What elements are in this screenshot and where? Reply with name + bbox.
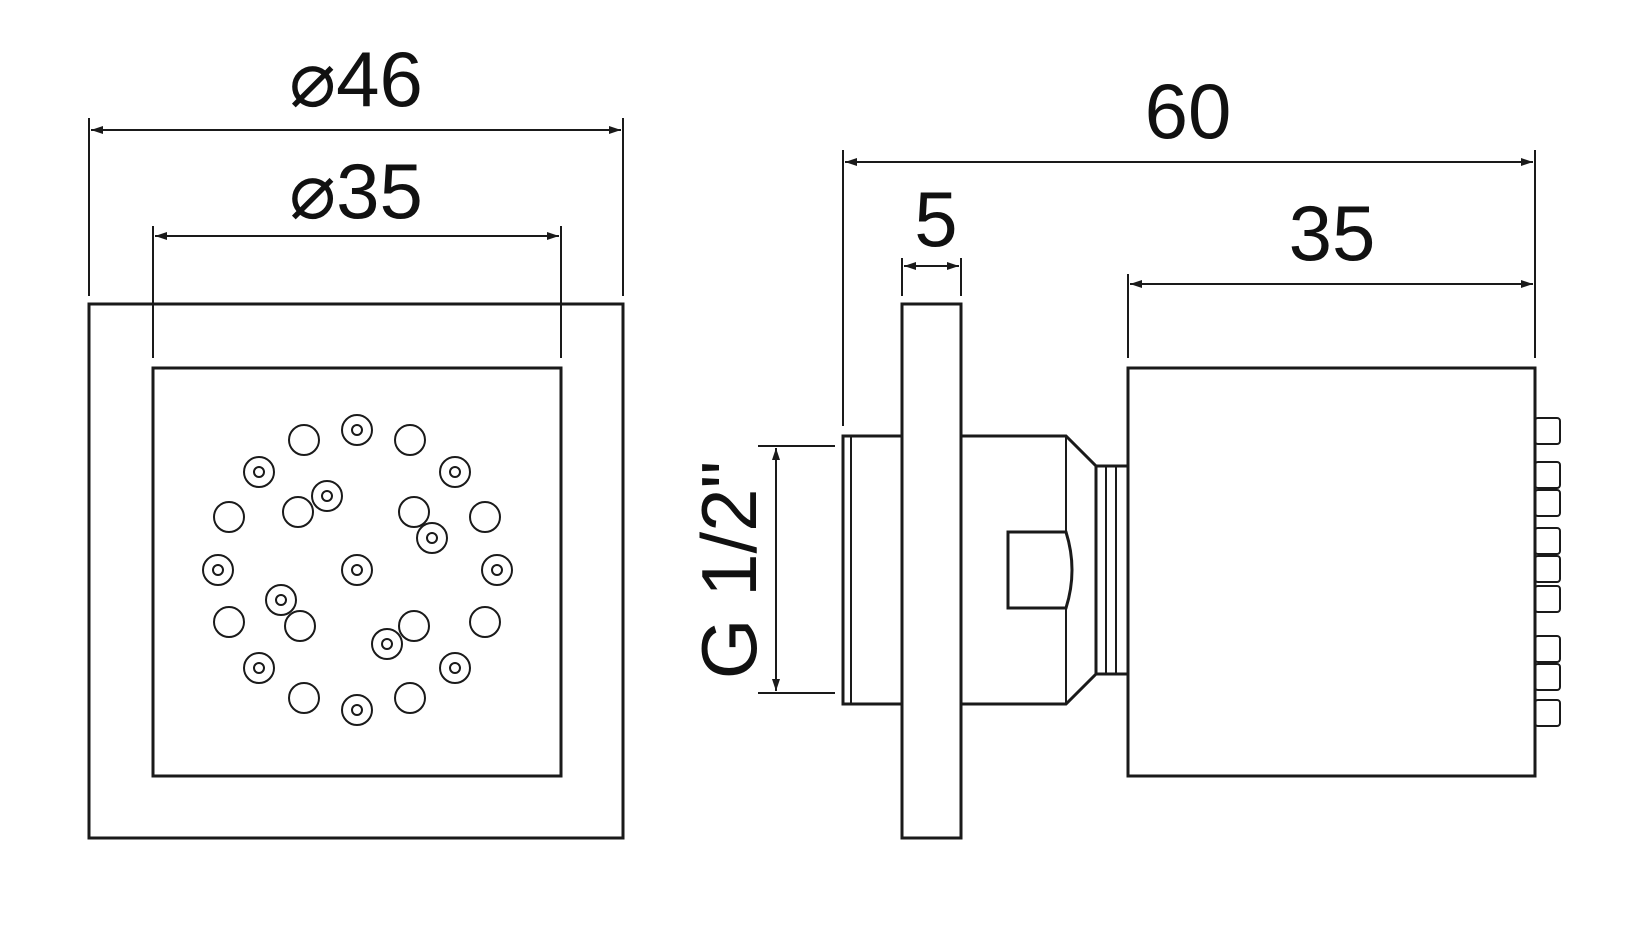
head-length-label: 35 <box>1289 189 1376 277</box>
nozzle-hole <box>398 496 430 528</box>
nozzle-hole <box>394 682 426 714</box>
nozzle-hole <box>469 501 501 533</box>
front-view: ⌀46 ⌀35 <box>87 35 625 840</box>
nozzle-jet <box>311 480 343 512</box>
nozzle-jet <box>341 414 373 446</box>
nozzle-hole <box>469 606 501 638</box>
thread-stub <box>841 434 904 706</box>
nozzle-tip <box>1534 489 1561 517</box>
nozzle-hole <box>288 424 320 456</box>
nozzle-tip <box>1534 461 1561 489</box>
inner-diameter-label: ⌀35 <box>289 147 423 235</box>
nozzle-tips <box>1534 417 1561 727</box>
nozzle-hole <box>284 610 316 642</box>
thread-size-label: G 1/2" <box>685 461 773 679</box>
nozzle-jets <box>202 414 513 726</box>
nozzle-hole <box>394 424 426 456</box>
nozzle-tip <box>1534 417 1561 445</box>
side-view: 60 5 35 G 1/2" <box>685 67 1561 840</box>
nozzle-jet <box>371 628 403 660</box>
nozzle-jet <box>341 694 373 726</box>
nozzle-jet <box>243 456 275 488</box>
nozzle-tip <box>1534 635 1561 663</box>
outer-diameter-label: ⌀46 <box>289 35 423 123</box>
nozzle-jet <box>439 456 471 488</box>
nozzle-jet <box>202 554 234 586</box>
body-window <box>1006 530 1074 610</box>
shower-head <box>1126 366 1537 778</box>
nozzle-jet <box>481 554 513 586</box>
nozzle-hole <box>213 501 245 533</box>
nozzle-tip <box>1534 585 1561 613</box>
nozzle-jet <box>265 584 297 616</box>
nozzle-tip <box>1534 527 1561 555</box>
flange <box>900 302 963 840</box>
nozzle-holes <box>213 424 501 714</box>
total-length-label: 60 <box>1145 67 1232 155</box>
nozzle-hole <box>288 682 320 714</box>
nozzle-tip <box>1534 699 1561 727</box>
nozzle-hole <box>398 610 430 642</box>
nozzle-tip <box>1534 663 1561 691</box>
outer-plate <box>87 302 625 840</box>
nozzle-jet <box>416 522 448 554</box>
nozzle-hole <box>282 496 314 528</box>
nozzle-jet <box>439 652 471 684</box>
nozzle-hole <box>213 606 245 638</box>
inner-head <box>151 366 563 778</box>
neck <box>1094 464 1130 676</box>
flange-thickness-label: 5 <box>914 175 957 263</box>
nozzle-jet <box>341 554 373 586</box>
nozzle-jet <box>243 652 275 684</box>
nozzle-tip <box>1534 555 1561 583</box>
